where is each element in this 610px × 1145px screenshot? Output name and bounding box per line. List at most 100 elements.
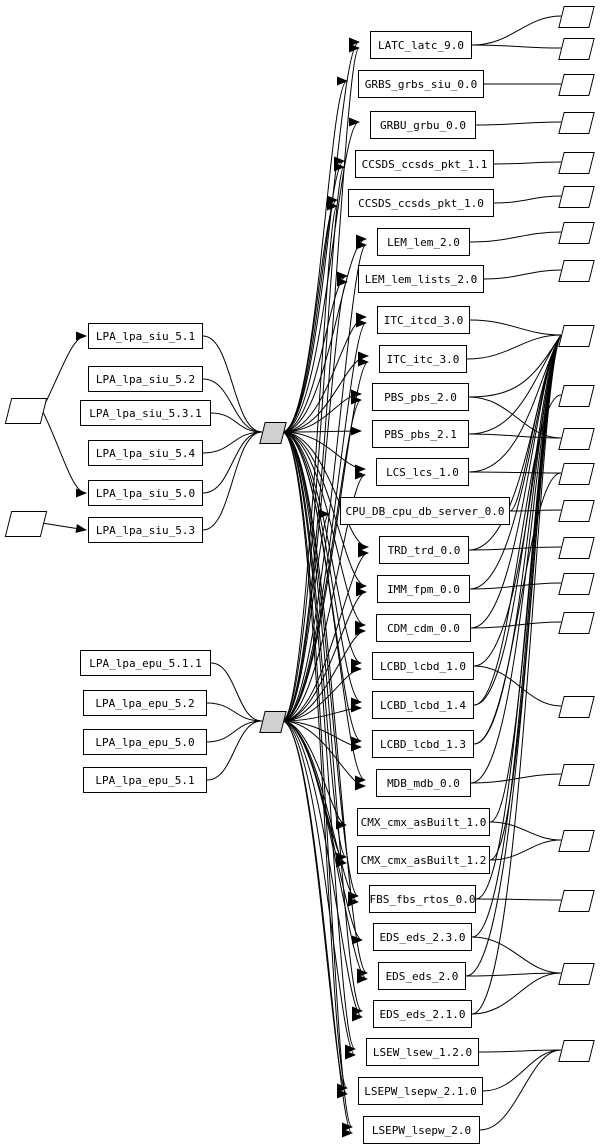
component-node-LCBD_lcbd_1.4[interactable]: LCBD_lcbd_1.4 [372, 691, 474, 719]
edge [281, 720, 366, 791]
module-node-LPA_lpa_siu_5.1[interactable]: LPA_lpa_siu_5.1 [88, 323, 203, 349]
sink-4[interactable] [558, 112, 595, 134]
node-label: EDS_eds_2.1.0 [379, 1007, 466, 1021]
edge [281, 201, 338, 722]
sink-8[interactable] [558, 260, 595, 282]
module-node-LPA_lpa_epu_5.1[interactable]: LPA_lpa_epu_5.1 [83, 767, 207, 793]
component-node-LATC_latc_9.0[interactable]: LATC_latc_9.0 [370, 31, 472, 59]
edge [281, 277, 348, 722]
component-node-LCBD_lcbd_1.3[interactable]: LCBD_lcbd_1.3 [372, 730, 474, 758]
edge [469, 231, 562, 243]
component-node-EDS_eds_2.3.0[interactable]: EDS_eds_2.3.0 [373, 923, 472, 951]
sink-11[interactable] [558, 428, 595, 450]
node-label: CCSDS_ccsds_pkt_1.1 [361, 157, 488, 171]
edge [469, 319, 562, 336]
sink-20[interactable] [558, 890, 595, 912]
component-node-LSEW_lsew_1.2.0[interactable]: LSEW_lsew_1.2.0 [366, 1038, 479, 1066]
component-node-CMX_cmx_asBuilt_1.0[interactable]: CMX_cmx_asBuilt_1.0 [357, 808, 490, 836]
edge [281, 720, 363, 1022]
edge [41, 522, 87, 533]
module-node-LPA_lpa_siu_5.2[interactable]: LPA_lpa_siu_5.2 [88, 366, 203, 392]
sink-6[interactable] [558, 186, 595, 208]
component-node-PBS_pbs_2.1[interactable]: PBS_pbs_2.1 [372, 420, 469, 448]
edge [475, 898, 562, 901]
component-node-GRBS_grbs_siu_0.0[interactable]: GRBS_grbs_siu_0.0 [358, 70, 484, 98]
component-node-CMX_cmx_asBuilt_1.2[interactable]: CMX_cmx_asBuilt_1.2 [357, 846, 490, 874]
parallelogram-shape [558, 696, 595, 718]
parallelogram-shape [558, 186, 595, 208]
component-node-IMM_fpm_0.0[interactable]: IMM_fpm_0.0 [377, 575, 470, 603]
parallelogram-shape [558, 573, 595, 595]
component-node-CCSDS_ccsds_pkt_1.1[interactable]: CCSDS_ccsds_pkt_1.1 [355, 150, 494, 178]
edge [281, 587, 367, 722]
sink-5[interactable] [558, 152, 595, 174]
sink-18[interactable] [558, 764, 595, 786]
edge [465, 334, 562, 977]
component-node-LCBD_lcbd_1.0[interactable]: LCBD_lcbd_1.0 [372, 652, 474, 680]
edge [468, 433, 562, 439]
sink-16[interactable] [558, 612, 595, 634]
component-node-CPU_DB_cpu_db_server_0.0[interactable]: CPU_DB_cpu_db_server_0.0 [340, 497, 510, 525]
component-node-TRD_trd_0.0[interactable]: TRD_trd_0.0 [379, 536, 469, 564]
component-node-FBS_fbs_rtos_0.0[interactable]: FBS_fbs_rtos_0.0 [369, 885, 476, 913]
component-node-PBS_pbs_2.0[interactable]: PBS_pbs_2.0 [372, 383, 469, 411]
module-node-LPA_lpa_siu_5.3[interactable]: LPA_lpa_siu_5.3 [88, 517, 203, 543]
sink-1[interactable] [558, 6, 595, 28]
sink-15[interactable] [558, 573, 595, 595]
edge [469, 334, 562, 590]
parallelogram-shape [558, 500, 595, 522]
node-label: LCBD_lcbd_1.3 [379, 737, 467, 751]
component-node-CCSDS_ccsds_pkt_1.0[interactable]: CCSDS_ccsds_pkt_1.0 [348, 189, 494, 217]
component-node-LCS_lcs_1.0[interactable]: LCS_lcs_1.0 [376, 458, 469, 486]
node-label: PBS_pbs_2.0 [384, 390, 457, 404]
sink-12[interactable] [558, 463, 595, 485]
node-label: LPA_lpa_siu_5.0 [95, 486, 196, 500]
parallelogram-shape [558, 428, 595, 450]
sink-13[interactable] [558, 500, 595, 522]
parallelogram-shape [558, 1040, 595, 1062]
module-node-LPA_lpa_siu_5.0[interactable]: LPA_lpa_siu_5.0 [88, 480, 203, 506]
parallelogram-shape [558, 74, 595, 96]
module-node-LPA_lpa_siu_5.4[interactable]: LPA_lpa_siu_5.4 [88, 440, 203, 466]
sink-9[interactable] [558, 325, 595, 347]
module-node-LPA_lpa_epu_5.0[interactable]: LPA_lpa_epu_5.0 [83, 729, 207, 755]
hub-siu[interactable] [259, 422, 287, 444]
node-label: LPA_lpa_siu_5.2 [95, 372, 196, 386]
sink-14[interactable] [558, 537, 595, 559]
hub-epu[interactable] [259, 711, 287, 733]
component-node-ITC_itc_3.0[interactable]: ITC_itc_3.0 [379, 345, 467, 373]
component-node-CDM_cdm_0.0[interactable]: CDM_cdm_0.0 [376, 614, 471, 642]
node-label: CPU_DB_cpu_db_server_0.0 [345, 504, 505, 518]
parallelogram-shape [558, 830, 595, 852]
sink-3[interactable] [558, 74, 595, 96]
sink-7[interactable] [558, 222, 595, 244]
sink-17[interactable] [558, 696, 595, 718]
edge [281, 431, 356, 1054]
parallelogram-shape [558, 260, 595, 282]
edge [465, 972, 562, 977]
component-node-LSEPW_lsepw_2.0[interactable]: LSEPW_lsepw_2.0 [363, 1116, 480, 1144]
source-siu-b[interactable] [4, 511, 48, 537]
component-node-ITC_itcd_3.0[interactable]: ITC_itcd_3.0 [377, 306, 470, 334]
edge [471, 334, 562, 1015]
component-node-GRBU_grbu_0.0[interactable]: GRBU_grbu_0.0 [370, 111, 476, 139]
source-siu-a[interactable] [4, 398, 48, 424]
module-node-LPA_lpa_epu_5.2[interactable]: LPA_lpa_epu_5.2 [83, 690, 207, 716]
sink-22[interactable] [558, 1040, 595, 1062]
sink-19[interactable] [558, 830, 595, 852]
module-node-LPA_lpa_siu_5.3.1[interactable]: LPA_lpa_siu_5.3.1 [80, 400, 211, 426]
sink-2[interactable] [558, 38, 595, 60]
component-node-EDS_eds_2.0[interactable]: EDS_eds_2.0 [378, 962, 466, 990]
component-node-LEM_lem_lists_2.0[interactable]: LEM_lem_lists_2.0 [358, 265, 484, 293]
edge [202, 431, 263, 494]
edge [281, 720, 359, 907]
sink-21[interactable] [558, 963, 595, 985]
component-node-EDS_eds_2.1.0[interactable]: EDS_eds_2.1.0 [373, 1000, 472, 1028]
module-node-LPA_lpa_epu_5.1.1[interactable]: LPA_lpa_epu_5.1.1 [80, 650, 211, 676]
component-node-LSEPW_lsepw_2.1.0[interactable]: LSEPW_lsepw_2.1.0 [358, 1077, 483, 1105]
component-node-LEM_lem_2.0[interactable]: LEM_lem_2.0 [377, 228, 470, 256]
sink-10[interactable] [558, 385, 595, 407]
edge [281, 431, 367, 591]
component-node-MDB_mdb_0.0[interactable]: MDB_mdb_0.0 [376, 769, 471, 797]
